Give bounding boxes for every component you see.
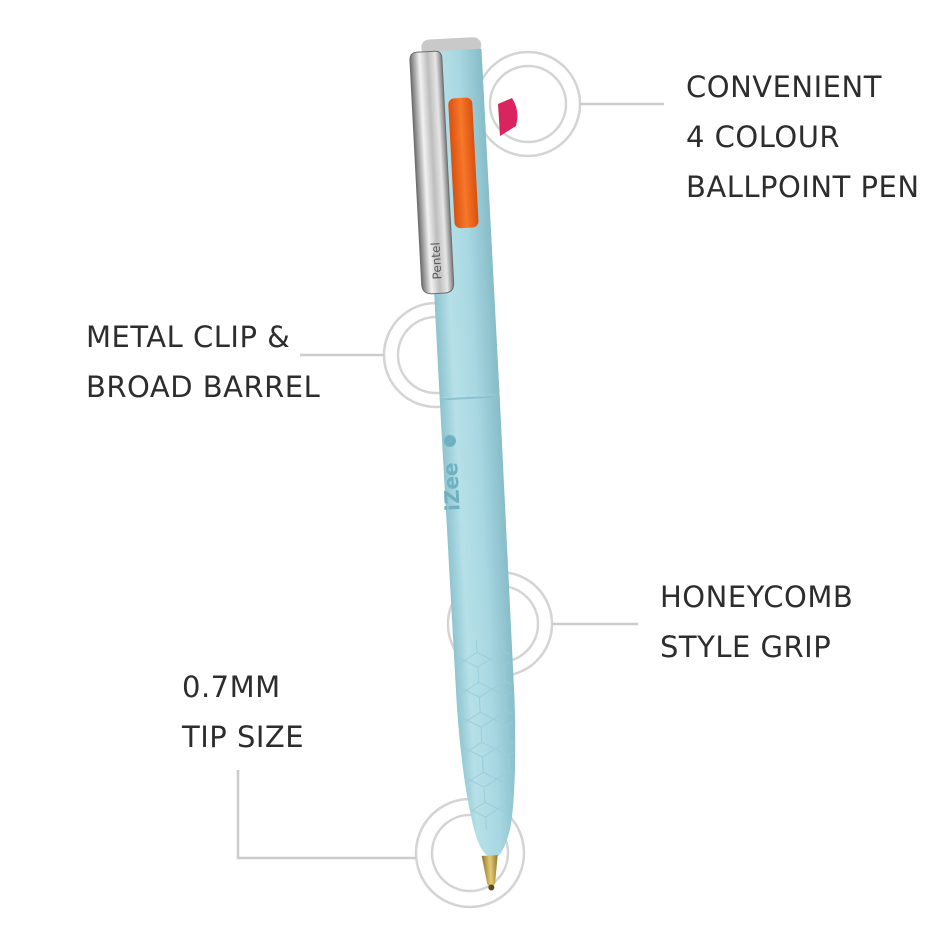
callout-four-colour: CONVENIENT 4 COLOUR BALLPOINT PEN <box>686 62 920 212</box>
callout-line: METAL CLIP & <box>86 320 291 354</box>
callout-ring-top <box>474 50 582 158</box>
honeycomb-grip <box>455 638 516 831</box>
callout-line: TIP SIZE <box>182 720 305 754</box>
callout-line: HONEYCOMB <box>660 580 854 614</box>
callout-line: BROAD BARREL <box>86 370 321 404</box>
barrel-brand-text: iZee <box>438 462 465 512</box>
magenta-slider <box>498 98 518 136</box>
callout-line: BALLPOINT PEN <box>686 170 920 204</box>
callout-honeycomb-grip: HONEYCOMB STYLE GRIP <box>660 572 853 672</box>
callout-line: 4 COLOUR <box>686 120 841 154</box>
clip-brand-text: Pentel <box>429 242 445 280</box>
callout-line: 0.7MM <box>182 670 281 704</box>
orange-slider <box>448 97 479 229</box>
callout-line: STYLE GRIP <box>660 630 832 664</box>
izee-dot-icon <box>443 434 456 447</box>
leader-line-tip <box>236 770 416 860</box>
pen-tip <box>481 855 498 888</box>
metal-clip <box>409 50 455 295</box>
callout-metal-clip: METAL CLIP & BROAD BARREL <box>86 312 320 412</box>
callout-tip-size: 0.7MM TIP SIZE <box>182 662 304 762</box>
callout-line: CONVENIENT <box>686 70 882 104</box>
